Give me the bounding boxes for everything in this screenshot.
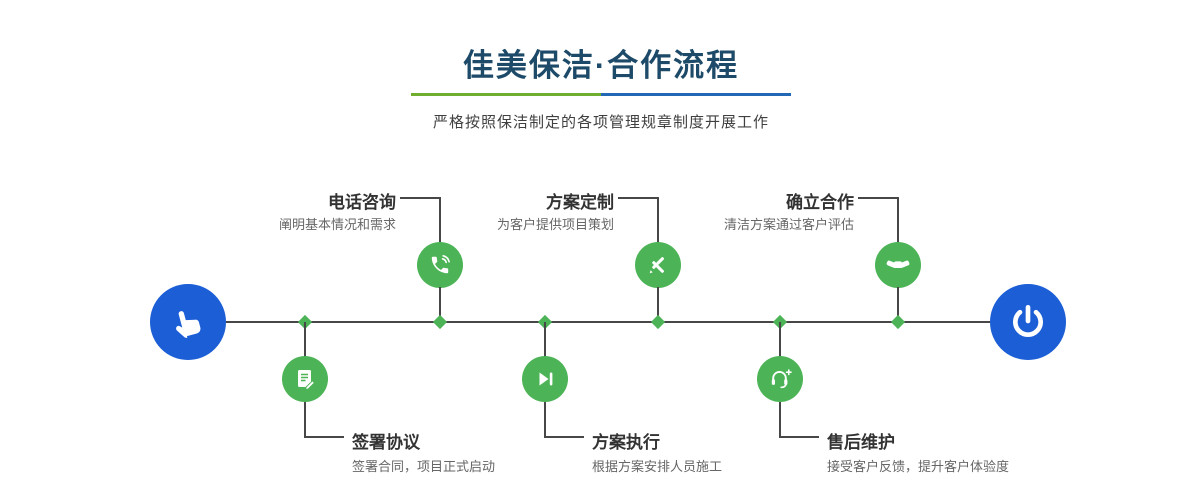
step-label: 电话咨询 — [328, 193, 396, 212]
leader-line — [304, 436, 344, 438]
timeline-marker — [650, 314, 666, 330]
timeline-end-node — [990, 284, 1066, 360]
leader-line — [304, 402, 306, 438]
connector — [304, 322, 306, 357]
step-desc: 签署合同，项目正式启动 — [352, 459, 496, 474]
leader-line — [779, 402, 781, 438]
leader-line — [400, 197, 440, 199]
leader-line — [544, 402, 546, 438]
timeline-marker — [432, 314, 448, 330]
phone-icon — [431, 255, 450, 274]
step-label: 签署协议 — [352, 433, 420, 452]
step-node — [875, 242, 921, 288]
step-desc: 根据方案安排人员施工 — [592, 459, 723, 474]
connector — [657, 287, 659, 322]
leader-line — [544, 436, 584, 438]
step-label: 方案定制 — [546, 193, 614, 212]
step-desc: 阐明基本情况和需求 — [278, 217, 396, 232]
step-label: 确立合作 — [786, 193, 854, 212]
leader-line — [439, 197, 441, 243]
timeline — [226, 321, 990, 323]
page-subtitle: 严格按照保洁制定的各项管理规章制度开展工作 — [432, 114, 769, 131]
connector — [779, 322, 781, 357]
leader-line — [858, 197, 898, 199]
step-label: 方案执行 — [592, 433, 660, 452]
connector — [544, 322, 546, 357]
leader-line — [779, 436, 819, 438]
contract-icon — [298, 370, 316, 391]
hand-pointer-icon — [176, 311, 201, 338]
power-icon — [1013, 305, 1043, 337]
step-node — [757, 356, 803, 402]
design-tools-icon — [649, 257, 665, 274]
connector — [897, 287, 899, 322]
divider-blue-segment — [601, 93, 791, 96]
divider-green-segment — [411, 93, 601, 96]
step-desc: 为客户提供项目策划 — [496, 217, 614, 232]
timeline-start-node — [150, 284, 226, 360]
headset-plus-icon — [771, 369, 792, 389]
handshake-icon — [886, 260, 910, 269]
connector — [439, 287, 441, 322]
step-node — [522, 356, 568, 402]
step-label: 售后维护 — [827, 433, 895, 452]
step-desc: 清洁方案通过客户评估 — [723, 217, 854, 232]
leader-line — [897, 197, 899, 243]
title-divider — [411, 93, 791, 96]
page-title: 佳美保洁·合作流程 — [462, 48, 740, 83]
step-node — [417, 242, 463, 288]
play-step-icon — [539, 372, 553, 386]
leader-line — [618, 197, 658, 199]
step-node — [635, 242, 681, 288]
timeline-marker — [890, 314, 906, 330]
step-desc: 接受客户反馈，提升客户体验度 — [827, 459, 1010, 474]
step-node — [282, 356, 328, 402]
leader-line — [657, 197, 659, 243]
